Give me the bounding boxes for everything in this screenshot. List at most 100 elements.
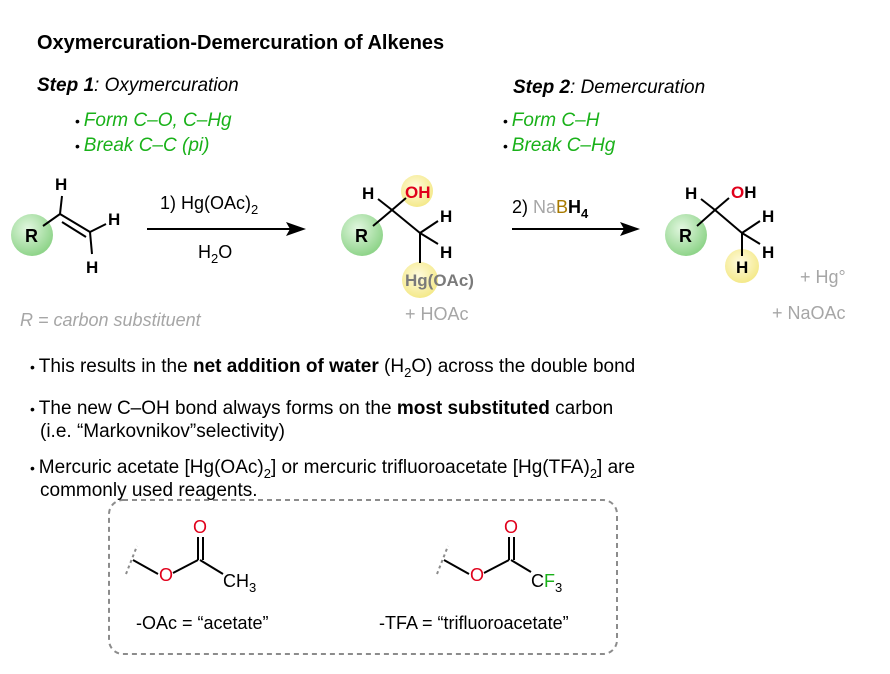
step1-label-bold: Step 1 [37, 75, 95, 96]
arrow-2-head [620, 222, 640, 236]
h-atom-1b: H [108, 210, 120, 229]
oac-o-single: O [159, 565, 173, 585]
h-atom-3d: H [736, 258, 748, 277]
bond-r-c1 [42, 213, 61, 227]
bond-c1-h [59, 195, 63, 215]
bond-c2-h-3b [741, 232, 761, 245]
h-atom-1a: H [55, 175, 67, 194]
solvent-1: H2O [198, 242, 232, 266]
oac-bond-1 [132, 559, 159, 575]
h-atom-2c: H [440, 243, 452, 262]
r-sphere-2 [341, 214, 383, 256]
bond-c2-h-3a [741, 220, 761, 234]
highlight-hg [402, 262, 438, 298]
b3-c: ] are [597, 457, 636, 478]
double-bond-b [61, 221, 87, 238]
bullet-reagents: • Mercuric acetate [Hg(OAc)2] or mercuri… [30, 457, 636, 481]
b3-sub2: 2 [589, 465, 598, 481]
byproduct-hg: + Hg° [800, 267, 846, 287]
tfa-caption: -TFA = “trifluoroacetate” [379, 613, 569, 633]
step2-label-bold: Step 2 [513, 77, 571, 98]
step1-bullet-2-text: Break C–C (pi) [83, 135, 210, 156]
bullet-water-addition: • This results in the net addition of wa… [30, 356, 636, 380]
b2-pre: The new C–OH bond always forms on the [38, 398, 397, 419]
byproduct-hoac: + HOAc [405, 304, 469, 324]
h-atom-2a: H [362, 184, 374, 203]
tfa-bond-2 [483, 559, 510, 574]
bullet-reagents-line2: commonly used reagents. [40, 480, 258, 501]
bond-c1-c2-2 [391, 209, 421, 234]
h-atom-3c: H [762, 243, 774, 262]
oac-ch3: CH3 [223, 571, 256, 595]
step2-bullet-2-text: Break C–Hg [511, 135, 616, 156]
reagent-2: 2) NaBH4 [512, 197, 589, 221]
page-title: Oxymercuration-Demercuration of Alkenes [37, 32, 445, 54]
oac-wavy-bond [125, 545, 138, 575]
step2-bullet-2: • Break C–Hg [503, 135, 616, 156]
b1-sub: 2 [404, 364, 412, 380]
tfa-bond-3 [510, 559, 532, 573]
b3-b: ] or mercuric trifluoroacetate [Hg(TFA) [270, 457, 590, 478]
tfa-wavy-bond [436, 545, 449, 575]
tfa-bond-1 [443, 559, 470, 575]
double-bond-a [59, 213, 91, 233]
bond-r-c1-2 [372, 209, 393, 227]
bond-c1-o-3 [714, 197, 730, 211]
oh-group-2: OH [405, 183, 431, 202]
bond-c2-h-right [89, 223, 107, 233]
bond-c2-h-down [89, 231, 93, 255]
tfa-o-single: O [470, 565, 484, 585]
b1-post: O) across the double bond [411, 356, 636, 377]
b1-bold: net addition of water [192, 356, 379, 377]
step1-label-rest: : Oxymercuration [94, 75, 239, 96]
step2-label-rest: : Demercuration [570, 77, 706, 98]
bond-c2-h-2b [419, 232, 439, 245]
b2-bold: most substituted [396, 398, 550, 419]
r-label-1: R [25, 226, 38, 246]
bond-c1-h-3 [700, 198, 716, 211]
b1-mid: (H [378, 356, 405, 377]
highlight-h [725, 249, 759, 283]
bond-c2-h-2 [419, 220, 439, 234]
r-label-3: R [679, 226, 692, 246]
bullet-markovnikov-line2: (i.e. “Markovnikov”selectivity) [40, 421, 285, 442]
r-sphere-3 [665, 214, 707, 256]
oac-bond-2 [172, 559, 199, 574]
step1-bullet-1: • Form C–O, C–Hg [75, 110, 232, 131]
oac-caption: -OAc = “acetate” [136, 613, 269, 633]
bond-c1-c2-3 [714, 209, 743, 234]
tfa-cf3: CF3 [531, 571, 562, 595]
step1-bullet-2: • Break C–C (pi) [75, 135, 210, 156]
step2-bullet-1: • Form C–H [503, 110, 600, 131]
highlight-oh [401, 175, 433, 207]
hgoac-group: Hg(OAc) [405, 271, 474, 290]
b3-a: Mercuric acetate [Hg(OAc) [38, 457, 264, 478]
h-atom-3b: H [762, 207, 774, 226]
r-label-2: R [355, 226, 368, 246]
step1-heading: Step 1: Oxymercuration [37, 75, 239, 97]
bond-c1-o-2 [391, 197, 407, 211]
bond-c1-h-2 [377, 198, 393, 211]
b2-post: carbon [549, 398, 614, 419]
oh-group-3: OH [731, 183, 757, 202]
step2-bullet-1-text: Form C–H [511, 110, 600, 131]
step1-bullet-1-text: Form C–O, C–Hg [83, 110, 232, 131]
bullet-markovnikov: • The new C–OH bond always forms on the … [30, 398, 614, 419]
h-atom-2b: H [440, 207, 452, 226]
arrow-1-head [286, 222, 306, 236]
oac-bond-3 [199, 559, 224, 575]
h-atom-1c: H [86, 258, 98, 277]
b1-pre: This results in the [38, 356, 193, 377]
tfa-o-double: O [504, 517, 518, 537]
reagent-1: 1) Hg(OAc)2 [160, 193, 258, 217]
byproduct-naoac: + NaOAc [772, 303, 846, 323]
h-atom-3a: H [685, 184, 697, 203]
bond-r-c1-3 [696, 209, 716, 227]
oac-o-double: O [193, 517, 207, 537]
r-sphere-1 [11, 214, 53, 256]
step2-heading: Step 2: Demercuration [513, 77, 705, 99]
r-definition: R = carbon substituent [20, 310, 201, 330]
b3-sub1: 2 [263, 465, 271, 481]
